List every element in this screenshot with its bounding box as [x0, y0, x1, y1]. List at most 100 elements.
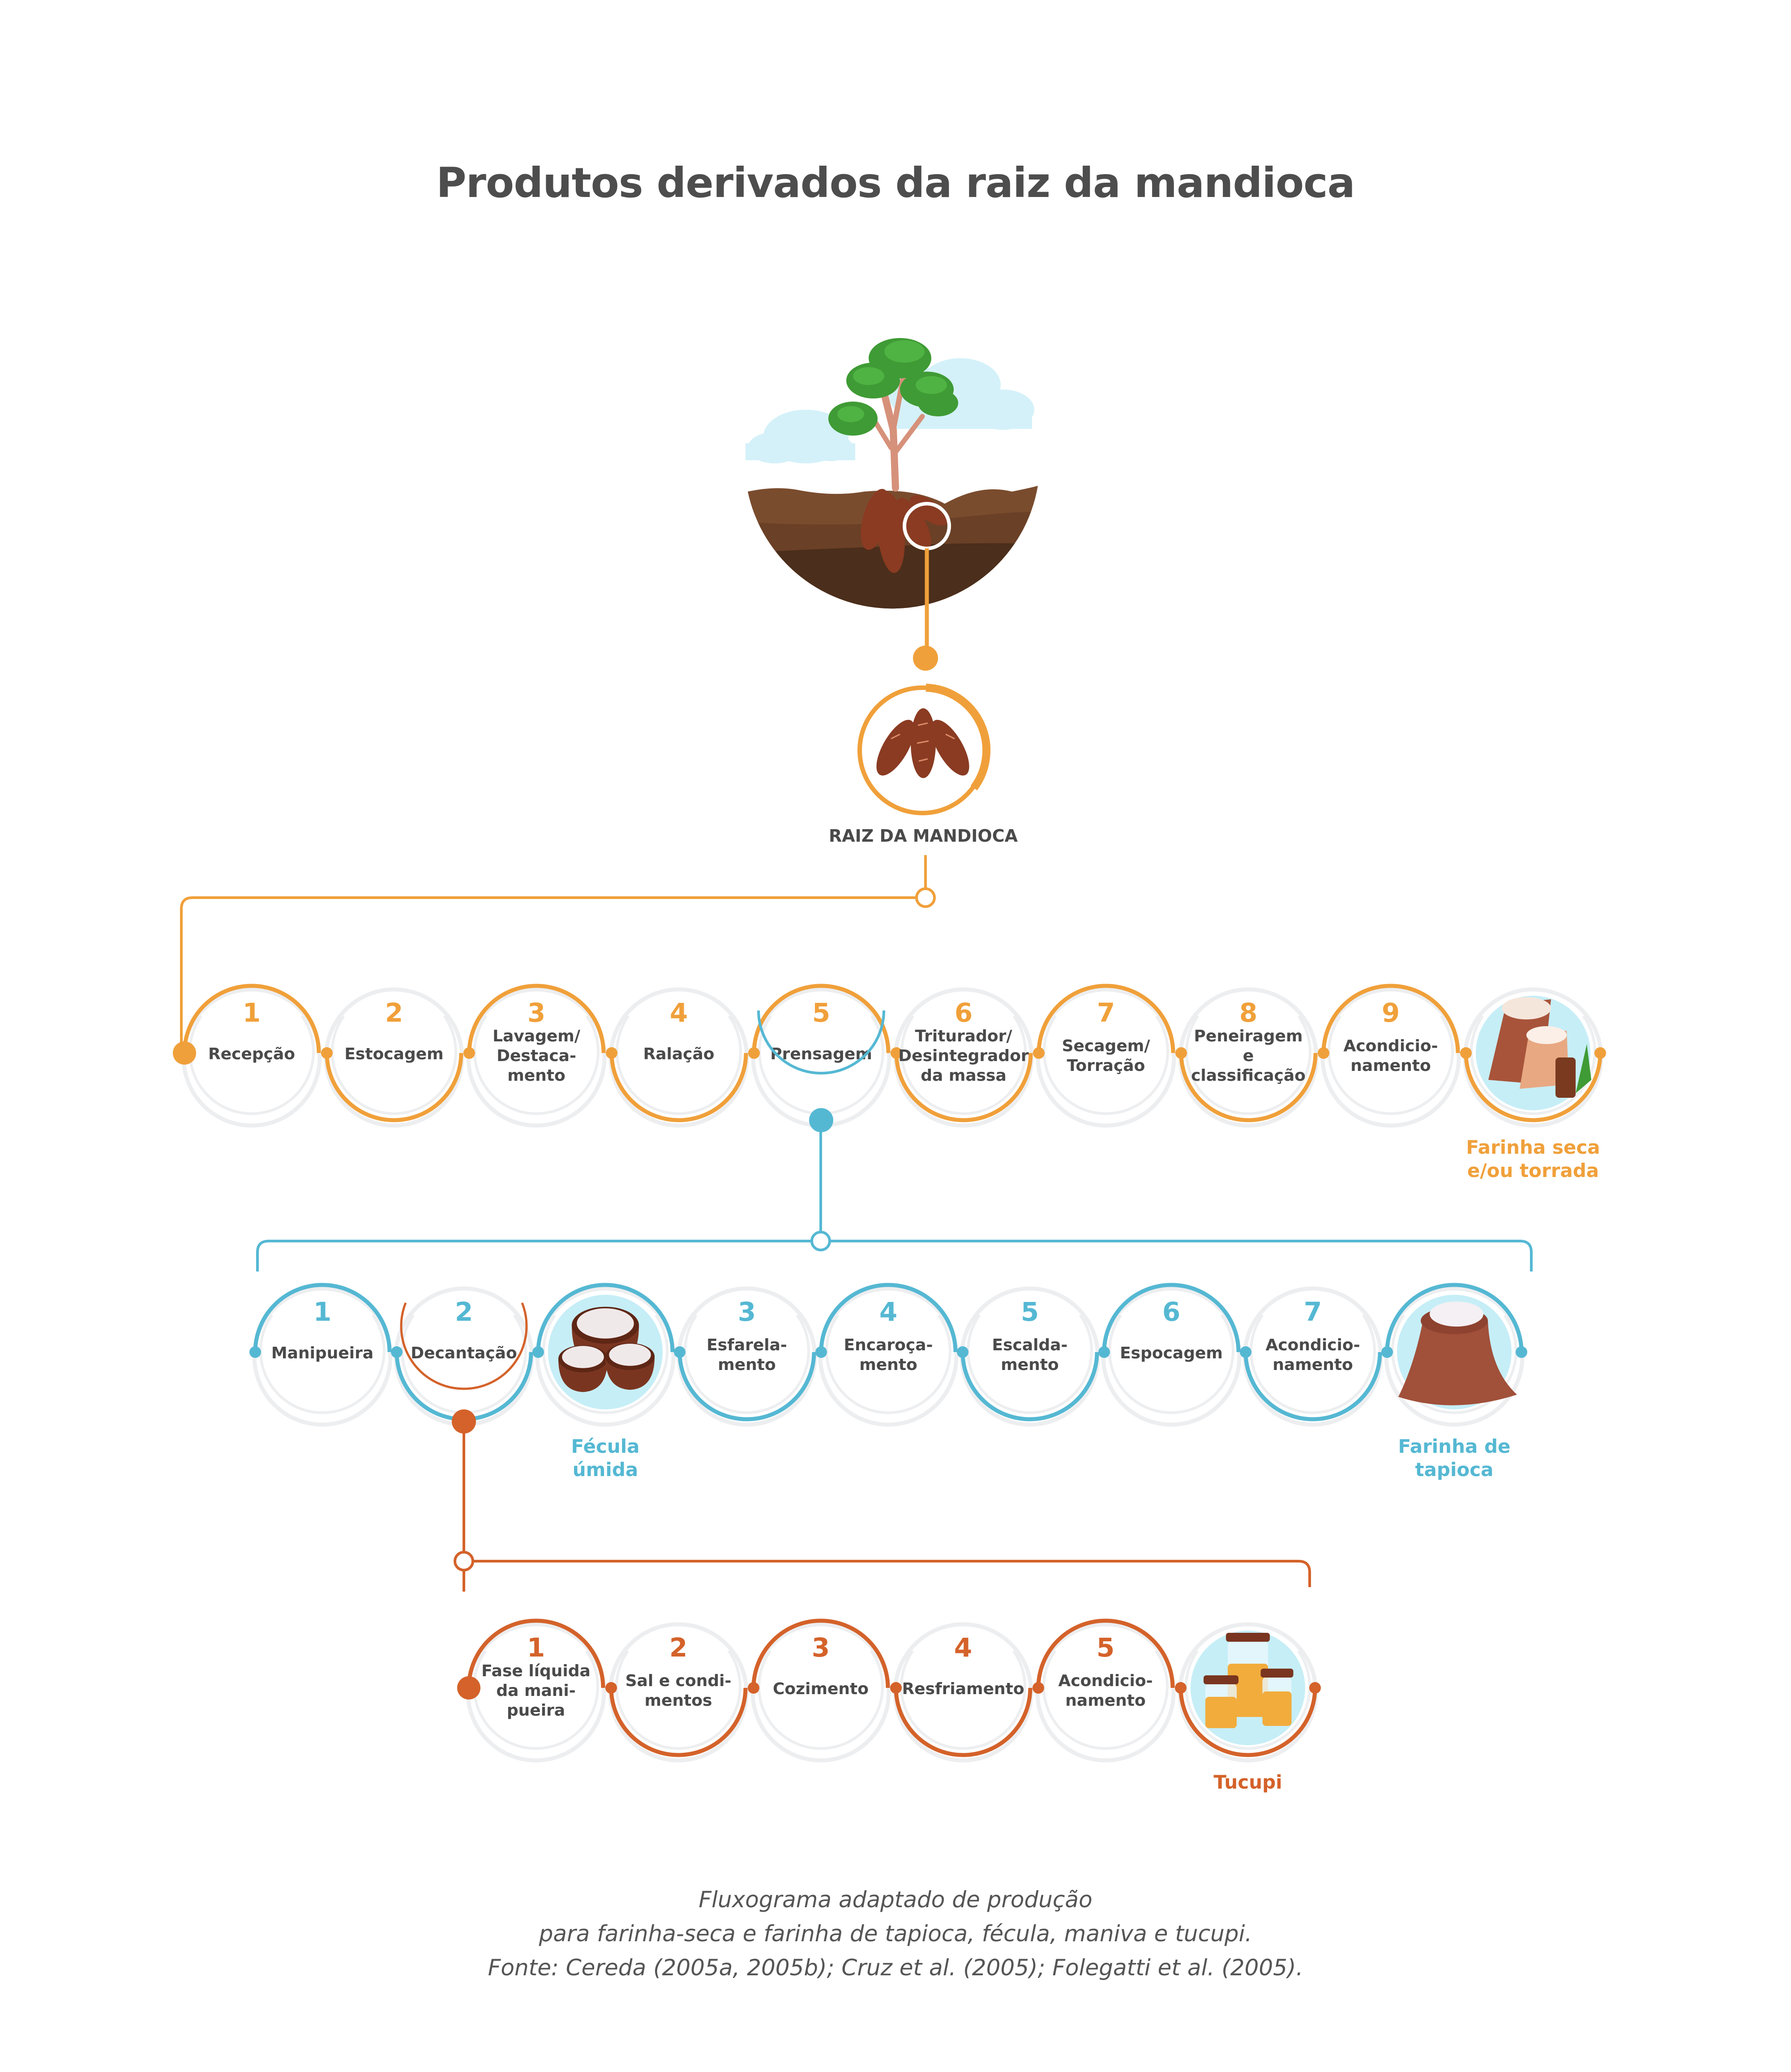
step-label: Resfriamento: [902, 1680, 1024, 1698]
progress-arc: [1036, 1618, 1175, 1688]
progress-arc: [1037, 984, 1175, 1053]
flour-sacks-icon: [1476, 996, 1591, 1110]
connector-dot: [748, 1047, 760, 1059]
step-label: Encaroça-: [844, 1336, 933, 1354]
tapioca-sack-icon: [1397, 1295, 1517, 1409]
progress-arc: [609, 1687, 748, 1757]
step-number: 5: [1021, 1297, 1039, 1327]
step-label: Torração: [1067, 1057, 1145, 1075]
source-label: RAIZ DA MANDIOCA: [829, 826, 1018, 846]
step-label: Manipueira: [271, 1344, 373, 1362]
progress-arc: [1179, 1053, 1318, 1122]
step-label: mento: [507, 1066, 566, 1085]
product-node: Tucupi: [1175, 1622, 1321, 1793]
connector-dot: [890, 1682, 902, 1694]
branch-node: [454, 1551, 474, 1571]
step-number: 8: [1239, 997, 1257, 1028]
branch-node: [915, 887, 936, 908]
progress-arc: [1321, 984, 1460, 1053]
connector-dot: [463, 1047, 475, 1059]
progress-arc: [467, 1618, 605, 1688]
connector-dot: [1381, 1346, 1393, 1358]
connector-dot: [674, 1346, 686, 1358]
progress-arc: [752, 984, 891, 1053]
product-label: úmida: [573, 1459, 638, 1481]
step-label: namento: [1350, 1057, 1431, 1075]
step-label: Destaca-: [497, 1047, 576, 1065]
progress-arc: [1178, 1687, 1317, 1757]
step-label: Peneiragem: [1194, 1027, 1303, 1045]
progress-arc: [894, 1053, 1033, 1122]
step-number: 2: [385, 997, 403, 1028]
connector-dot: [1516, 1346, 1527, 1358]
connector-dot: [891, 1047, 902, 1059]
step-label: Acondicio-: [1058, 1672, 1153, 1690]
cassava-root-node: [857, 684, 991, 815]
connector-dot: [748, 1682, 759, 1694]
step-label: Cozimento: [773, 1680, 869, 1698]
connector-dot: [1033, 1682, 1044, 1694]
connector-dot: [1098, 1346, 1110, 1358]
connector-node: [913, 646, 938, 671]
step-label: Espocagem: [1120, 1344, 1223, 1362]
step-label: mento: [1001, 1356, 1059, 1374]
page-title: Produtos derivados da raiz da mandioca: [436, 159, 1355, 207]
step-label: mento: [859, 1356, 917, 1374]
step-number: 1: [527, 1632, 545, 1663]
progress-arc: [894, 1687, 1033, 1757]
step-number: 5: [812, 997, 830, 1028]
step-number: 4: [670, 997, 688, 1028]
step-number: 3: [812, 1632, 830, 1663]
branch-arc: [757, 1010, 885, 1075]
progress-arc: [1385, 1283, 1524, 1353]
connector-dot: [1175, 1682, 1187, 1694]
step-label: Recepção: [208, 1045, 295, 1063]
product-label: Farinha de: [1398, 1435, 1511, 1457]
step-label: pueira: [507, 1701, 565, 1720]
step-label: classificação: [1191, 1066, 1306, 1085]
step-number: 3: [738, 1297, 756, 1327]
connector-dot: [1309, 1682, 1321, 1694]
progress-arc: [182, 984, 321, 1053]
step-label: Triturador/: [915, 1027, 1013, 1045]
progress-arc: [1243, 1352, 1382, 1421]
starch-bowls-icon: [548, 1295, 663, 1409]
connector-dot: [1033, 1047, 1045, 1059]
connector-dot: [606, 1047, 617, 1059]
step-number: 2: [669, 1632, 687, 1663]
cassava-roots-icon: [876, 708, 969, 778]
step-label: mento: [718, 1356, 776, 1374]
step-label: Estocagem: [344, 1045, 443, 1063]
step-label: Fase líquida: [481, 1662, 591, 1680]
progress-arc: [677, 1352, 816, 1421]
step-label: Decantação: [411, 1344, 517, 1362]
progress-arc: [467, 984, 606, 1053]
step-label: Sal e condi-: [626, 1672, 732, 1690]
product-label: Tucupi: [1213, 1771, 1282, 1793]
connector-dot: [1240, 1346, 1251, 1358]
step-number: 1: [243, 997, 261, 1028]
step-label: Secagem/: [1062, 1037, 1151, 1055]
connector-dot: [815, 1346, 827, 1358]
progress-arc: [1464, 1053, 1602, 1122]
connector-dot: [173, 1041, 196, 1065]
step-label: Desintegrador: [898, 1047, 1029, 1065]
figure-caption: Fluxograma adaptado de produção para far…: [0, 1883, 1791, 1985]
